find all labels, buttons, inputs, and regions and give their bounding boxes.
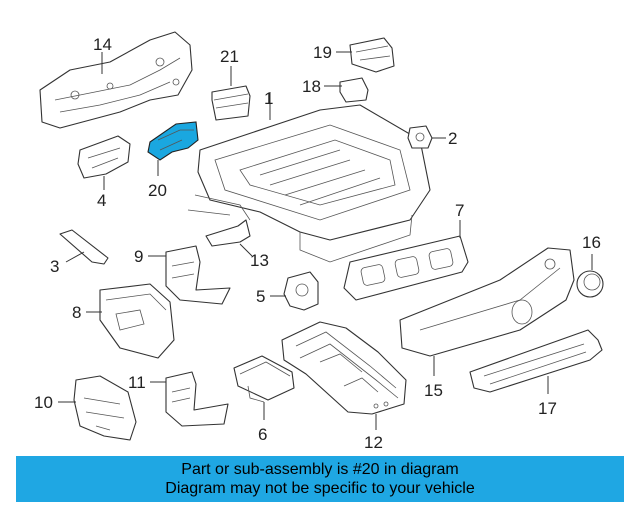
callout-12: 12 — [364, 433, 383, 452]
callout-1: 1 — [264, 89, 273, 108]
part-2-grommet[interactable] — [407, 125, 433, 149]
callout-19: 19 — [313, 43, 332, 62]
callout-2: 2 — [448, 129, 457, 148]
part-4-bracket[interactable] — [77, 135, 131, 179]
callout-8: 8 — [72, 303, 81, 322]
part-13-rail[interactable] — [205, 219, 251, 247]
part-11-bracket[interactable] — [165, 371, 229, 427]
part-3-trim-strip[interactable] — [59, 229, 109, 265]
part-14-side-frame[interactable] — [39, 31, 193, 129]
part-5-motor[interactable] — [283, 271, 319, 311]
part-6-control-module[interactable] — [233, 355, 295, 403]
callout-13: 13 — [250, 251, 269, 270]
part-17-lower-trim[interactable] — [469, 329, 603, 393]
callout-17: 17 — [538, 399, 557, 418]
callout-7: 7 — [455, 201, 464, 220]
part-19-bracket[interactable] — [349, 37, 395, 73]
callout-16: 16 — [582, 233, 601, 252]
part-20-highlighted[interactable] — [147, 121, 199, 161]
part-15-side-shield[interactable] — [399, 247, 575, 357]
info-banner: Part or sub-assembly is #20 in diagram D… — [16, 456, 624, 502]
callout-9: 9 — [134, 247, 143, 266]
part-1-seat-frame[interactable] — [187, 104, 431, 263]
part-21-cover[interactable] — [211, 85, 251, 121]
part-16-cap[interactable] — [576, 270, 604, 298]
part-7-switch-panel[interactable] — [343, 235, 469, 301]
callout-15: 15 — [424, 381, 443, 400]
callout-4: 4 — [97, 191, 106, 210]
callout-20: 20 — [148, 181, 167, 200]
parts-diagram: 14 21 19 18 1 2 20 — [34, 31, 604, 452]
callout-11: 11 — [128, 373, 146, 392]
callout-18: 18 — [302, 77, 321, 96]
banner-line-1: Part or sub-assembly is #20 in diagram — [181, 461, 459, 478]
part-12-seat-base[interactable] — [281, 321, 407, 415]
part-10-housing[interactable] — [73, 375, 137, 441]
part-18-clip[interactable] — [339, 77, 369, 103]
banner-line-2: Diagram may not be specific to your vehi… — [165, 480, 475, 497]
callout-10: 10 — [34, 393, 53, 412]
callout-14: 14 — [93, 35, 112, 54]
callout-21: 21 — [220, 47, 239, 66]
part-9-bracket[interactable] — [165, 245, 231, 305]
callout-5: 5 — [256, 287, 265, 306]
part-8-switch-housing[interactable] — [99, 283, 175, 359]
callout-6: 6 — [258, 425, 267, 444]
callout-3: 3 — [50, 257, 59, 276]
